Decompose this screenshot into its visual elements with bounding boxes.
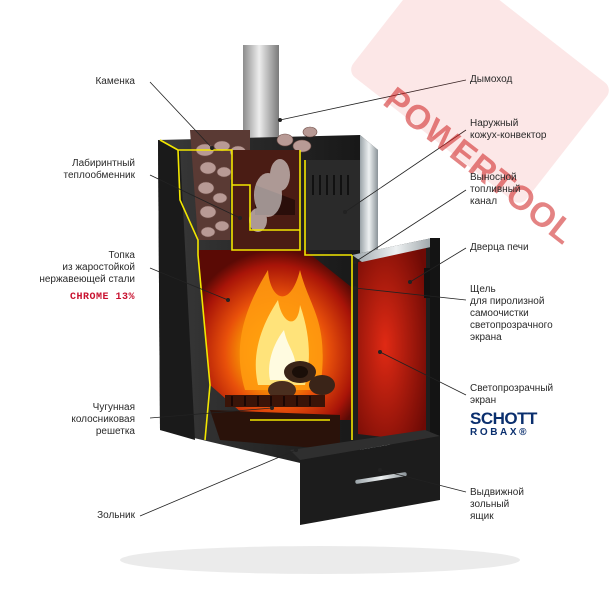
door-hinge [424,268,432,298]
label-kamenka: Каменка [95,76,135,87]
logs [268,361,335,399]
door-frame [430,238,440,453]
schott-robax-logo: SCHOTT ROBAX® [470,409,537,438]
floor-shadow [120,546,520,574]
grate [225,395,325,407]
ash-drawer-top [290,430,440,460]
drawer-handle[interactable] [355,472,407,484]
label-chrome: CHROME 13% [69,292,135,303]
flue-box [305,160,360,250]
door-top-trim [352,238,440,262]
glass-screen [358,248,426,442]
leader-lines [139,79,467,517]
casing-left-wall [158,140,195,440]
smoke [249,159,290,232]
cutaway-outline [159,139,353,441]
grate-bars [231,396,311,406]
label-chimney: Дымоход [470,74,513,85]
vent-slats [312,175,349,195]
label-ashpit: Зольник [97,510,135,521]
label-door: Дверца печи [470,242,529,253]
